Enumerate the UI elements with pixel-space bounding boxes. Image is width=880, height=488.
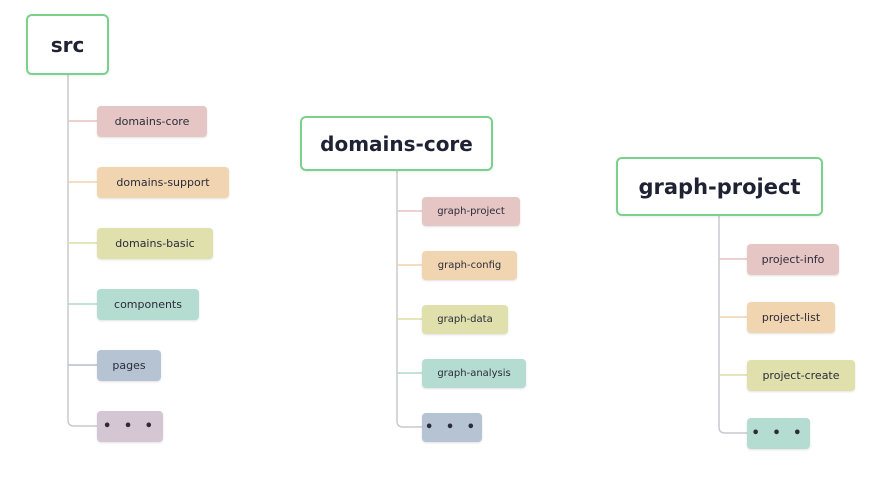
child-node-graph-analysis: graph-analysis xyxy=(422,359,526,388)
child-node-graph-data: graph-data xyxy=(422,305,508,334)
child-node-project-create: project-create xyxy=(747,360,855,391)
child-node-ellipsis: • • • xyxy=(747,418,810,449)
root-node-graph-project: graph-project xyxy=(616,157,823,216)
child-node-project-info: project-info xyxy=(747,244,839,275)
root-node-domains-core: domains-core xyxy=(300,116,493,171)
child-node-project-list: project-list xyxy=(747,302,835,333)
child-node-ellipsis: • • • xyxy=(97,411,163,442)
child-node-ellipsis: • • • xyxy=(422,413,482,442)
child-node-domains-core: domains-core xyxy=(97,106,207,137)
tree-trunk-line xyxy=(718,216,747,434)
child-node-graph-config: graph-config xyxy=(422,251,517,280)
child-node-components: components xyxy=(97,289,199,320)
child-node-domains-support: domains-support xyxy=(97,167,229,198)
tree-trunk-line xyxy=(396,171,422,428)
root-node-src: src xyxy=(26,14,109,75)
child-node-graph-project: graph-project xyxy=(422,197,520,226)
child-node-domains-basic: domains-basic xyxy=(97,228,213,259)
tree-trunk-line xyxy=(67,75,97,427)
child-node-pages: pages xyxy=(97,350,161,381)
